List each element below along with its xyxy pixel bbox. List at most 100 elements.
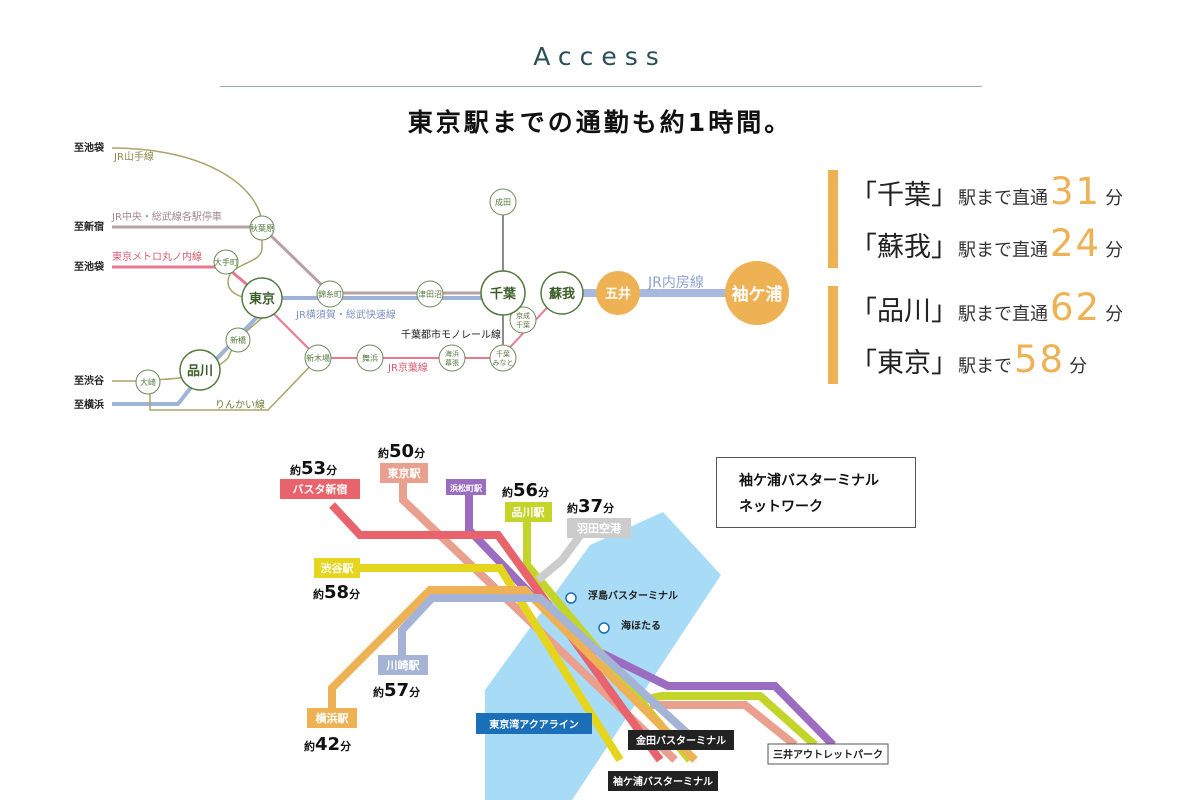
station-soga: 蘇我 bbox=[540, 271, 584, 315]
tag-haneda: 羽田空港 bbox=[567, 518, 631, 538]
route-haneda bbox=[535, 530, 586, 584]
svg-text:千葉: 千葉 bbox=[490, 286, 517, 302]
heading-divider bbox=[220, 86, 982, 87]
svg-text:秋葉原: 秋葉原 bbox=[250, 223, 274, 233]
label-kaneda-terminal: 金田バスターミナル bbox=[628, 730, 734, 750]
label-uchibo: JR内房線 bbox=[647, 275, 704, 291]
svg-text:品川駅: 品川駅 bbox=[512, 506, 545, 519]
station-maihama: 舞浜 bbox=[356, 344, 384, 372]
svg-text:錦糸町: 錦糸町 bbox=[318, 289, 342, 299]
svg-text:約50分: 約50分 bbox=[378, 441, 425, 462]
svg-text:新橋: 新橋 bbox=[230, 335, 246, 345]
station-shinbashi: 新橋 bbox=[225, 327, 251, 353]
svg-text:五井: 五井 bbox=[605, 286, 631, 302]
label-chuo-sobu: JR中央・総武線各駅停車 bbox=[111, 210, 222, 223]
station-narita: 成田 bbox=[489, 188, 517, 216]
page-heading: Access bbox=[533, 42, 667, 71]
station-kaihin-makuhari: 海浜 幕張 bbox=[438, 344, 466, 372]
svg-text:浜松町駅: 浜松町駅 bbox=[450, 483, 483, 493]
station-tokyo: 東京 bbox=[241, 277, 283, 319]
terminal-ikebukuro-1: 至池袋 bbox=[74, 141, 105, 154]
label-rinkai: りんかい線 bbox=[215, 398, 265, 411]
station-sodegaura: 袖ケ浦 bbox=[725, 261, 789, 325]
svg-text:大手町: 大手町 bbox=[214, 257, 238, 267]
rail-map: 至池袋 JR山手線 至新宿 JR中央・総武線各駅停車 至池袋 東京メトロ丸ノ内線… bbox=[74, 141, 789, 411]
terminal-yokohama: 至横浜 bbox=[74, 398, 104, 411]
svg-text:幕張: 幕張 bbox=[445, 358, 459, 367]
time-tokyo: 約50分 bbox=[378, 441, 425, 462]
svg-text:約56分: 約56分 bbox=[502, 480, 549, 501]
station-shinagawa: 品川 bbox=[179, 349, 221, 391]
svg-text:三井アウトレットパーク: 三井アウトレットパーク bbox=[773, 748, 883, 761]
terminal-shinjuku: 至新宿 bbox=[74, 220, 104, 233]
station-chiba-minato: 千葉 みなと bbox=[489, 344, 517, 372]
tag-shibuya: 渋谷駅 bbox=[314, 558, 360, 578]
svg-text:成田: 成田 bbox=[495, 197, 511, 207]
label-aqualine: 東京湾アクアライン bbox=[476, 713, 592, 734]
label-mitsui-outlet: 三井アウトレットパーク bbox=[767, 743, 889, 765]
station-goi: 五井 bbox=[596, 271, 640, 315]
tag-shinagawa: 品川駅 bbox=[505, 502, 552, 522]
svg-text:東京: 東京 bbox=[249, 291, 275, 307]
label-keiyo: JR京葉線 bbox=[387, 361, 428, 374]
route-kawasaki bbox=[398, 594, 703, 748]
svg-text:津田沼: 津田沼 bbox=[418, 289, 442, 299]
label-umihotaru: 海ほたる bbox=[621, 619, 661, 632]
route-yokohama bbox=[328, 586, 698, 763]
label-marunouchi: 東京メトロ丸ノ内線 bbox=[112, 250, 202, 263]
time-busta-shinjuku: 約53分 bbox=[290, 458, 337, 479]
label-yamanote: JR山手線 bbox=[113, 150, 154, 163]
line-yamanote bbox=[111, 147, 263, 301]
svg-text:千葉: 千葉 bbox=[516, 320, 530, 329]
svg-text:蘇我: 蘇我 bbox=[548, 286, 575, 302]
svg-text:東京湾アクアライン: 東京湾アクアライン bbox=[489, 718, 579, 731]
station-keisei-chiba: 京成 千葉 bbox=[509, 306, 537, 334]
svg-text:みなと: みなと bbox=[493, 359, 514, 367]
route-shinagawa bbox=[523, 520, 694, 763]
svg-text:約53分: 約53分 bbox=[290, 458, 337, 479]
svg-text:袖ケ浦: 袖ケ浦 bbox=[732, 284, 783, 305]
route-tokyo bbox=[399, 480, 678, 763]
label-yokosuka-sobu: JR横須賀・総武快速線 bbox=[295, 308, 396, 321]
info-bar-top bbox=[828, 170, 838, 268]
legend-line-1: 袖ケ浦バスターミナル bbox=[739, 473, 879, 489]
station-akihabara: 秋葉原 bbox=[249, 215, 275, 241]
svg-text:約37分: 約37分 bbox=[567, 496, 614, 517]
line-yamanote-south bbox=[139, 317, 263, 381]
svg-text:東京駅: 東京駅 bbox=[388, 466, 421, 480]
svg-text:約42分: 約42分 bbox=[304, 734, 351, 755]
svg-text:千葉: 千葉 bbox=[496, 349, 510, 358]
svg-text:品川: 品川 bbox=[187, 364, 213, 379]
station-shinkiba: 新木場 bbox=[304, 344, 332, 372]
page-subtitle: 東京駅までの通勤も約1時間。 bbox=[407, 108, 793, 137]
svg-text:海浜: 海浜 bbox=[445, 349, 459, 358]
time-shibuya: 約58分 bbox=[313, 582, 360, 603]
time-kawasaki: 約57分 bbox=[373, 680, 420, 701]
time-haneda: 約37分 bbox=[567, 496, 614, 517]
station-oosaki: 大崎 bbox=[135, 369, 161, 395]
label-monorail: 千葉都市モノレール線 bbox=[401, 328, 501, 341]
tag-busta-shinjuku: バスタ新宿 bbox=[280, 479, 360, 499]
svg-text:京成: 京成 bbox=[516, 311, 530, 320]
station-otemachi: 大手町 bbox=[213, 249, 239, 275]
tag-tokyo: 東京駅 bbox=[380, 463, 428, 483]
svg-text:袖ケ浦バスターミナル: 袖ケ浦バスターミナル bbox=[612, 775, 713, 788]
svg-text:横浜駅: 横浜駅 bbox=[316, 711, 349, 725]
svg-text:大崎: 大崎 bbox=[140, 377, 156, 387]
bus-network-legend: 袖ケ浦バスターミナル ネットワーク bbox=[716, 457, 916, 528]
station-kinshicho: 錦糸町 bbox=[316, 280, 344, 308]
svg-text:約58分: 約58分 bbox=[313, 582, 360, 603]
tag-hamamatsucho: 浜松町駅 bbox=[446, 479, 486, 495]
terminal-shibuya: 至渋谷 bbox=[74, 374, 105, 387]
svg-text:舞浜: 舞浜 bbox=[362, 353, 378, 363]
terminal-ikebukuro-2: 至池袋 bbox=[74, 260, 105, 273]
svg-text:渋谷駅: 渋谷駅 bbox=[321, 561, 354, 575]
label-ukishima: 浮島バスターミナル bbox=[588, 589, 678, 602]
route-tokyo-outlet bbox=[650, 701, 798, 749]
station-tsudanuma: 津田沼 bbox=[416, 280, 444, 308]
